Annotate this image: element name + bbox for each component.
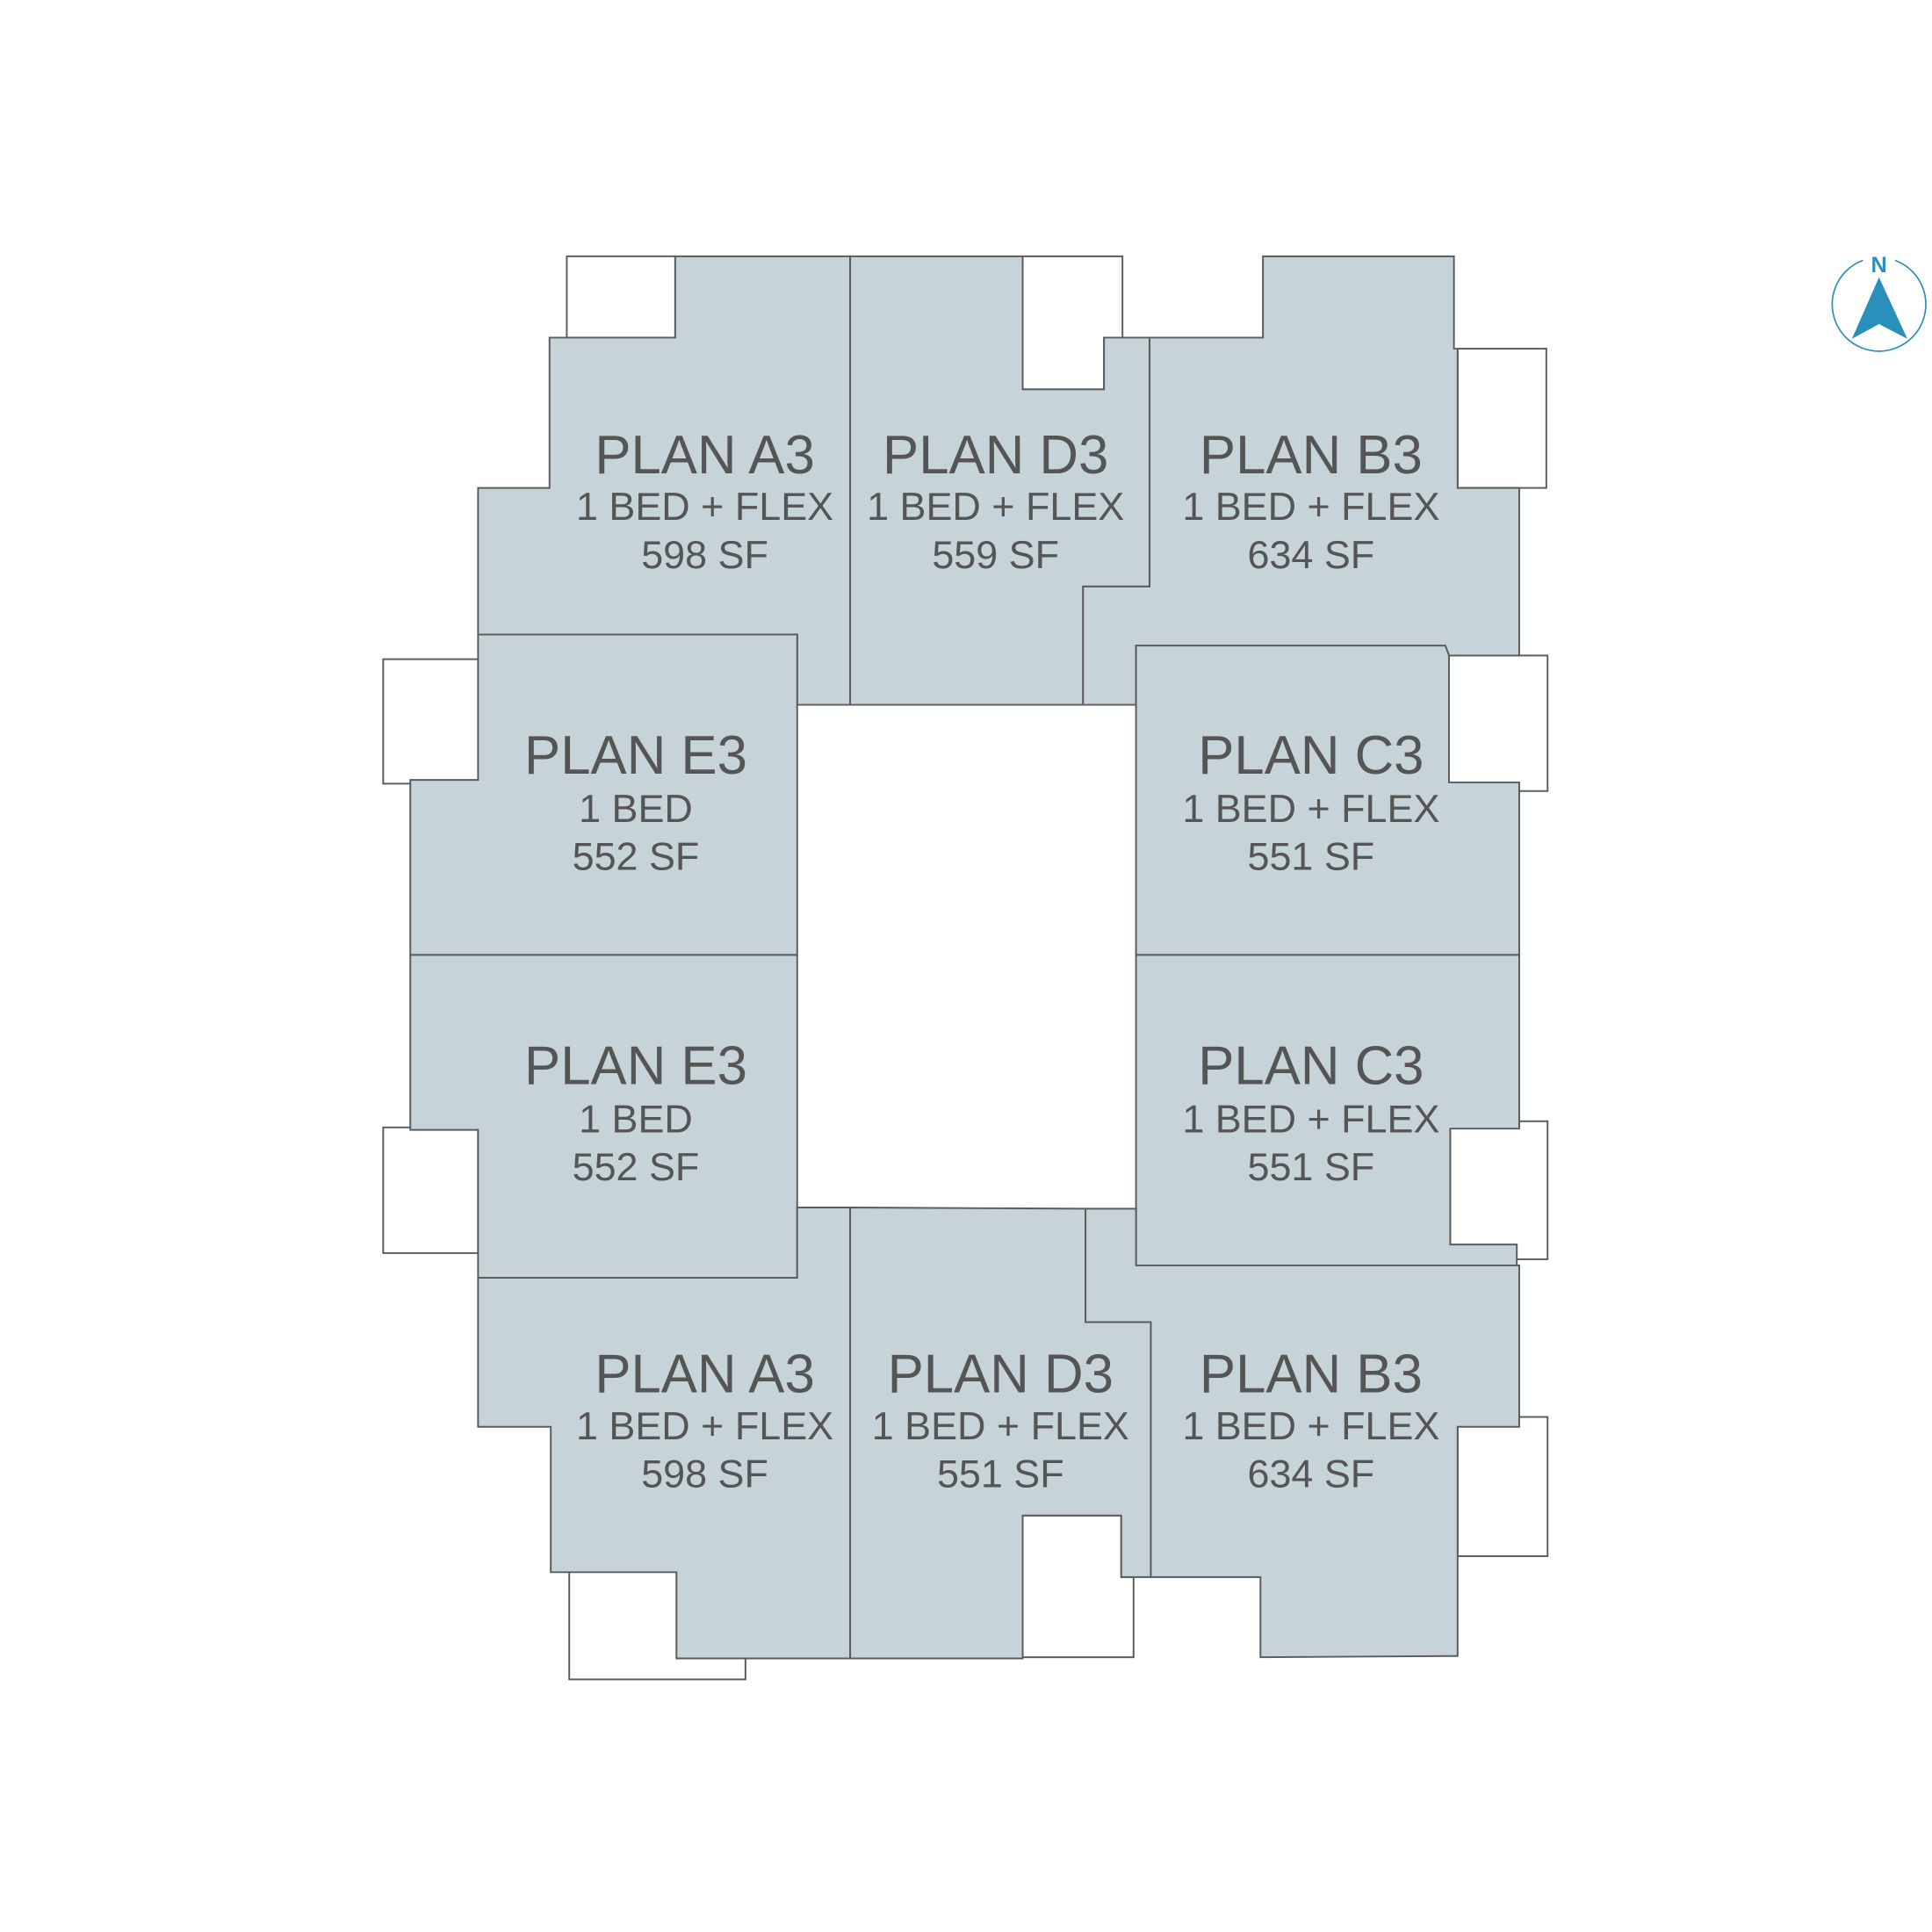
label-a3-top: PLAN A3 1 BED + FLEX 598 SF xyxy=(576,425,833,577)
label-c3-upper: PLAN C3 1 BED + FLEX 551 SF xyxy=(1182,725,1439,878)
svg-text:552 SF: 552 SF xyxy=(573,1144,700,1189)
label-b3-top: PLAN B3 1 BED + FLEX 634 SF xyxy=(1182,425,1439,577)
svg-text:552 SF: 552 SF xyxy=(573,834,700,879)
svg-text:PLAN D3: PLAN D3 xyxy=(888,1344,1114,1404)
label-d3-bottom: PLAN D3 1 BED + FLEX 551 SF xyxy=(872,1344,1129,1496)
svg-text:PLAN C3: PLAN C3 xyxy=(1198,1036,1424,1097)
svg-text:598 SF: 598 SF xyxy=(641,532,768,577)
balcony xyxy=(1456,348,1547,489)
svg-text:1 BED: 1 BED xyxy=(579,1096,693,1141)
label-e3-lower: PLAN E3 1 BED 552 SF xyxy=(524,1036,747,1189)
balcony xyxy=(1449,1120,1549,1260)
svg-text:559 SF: 559 SF xyxy=(932,532,1059,577)
svg-text:1 BED + FLEX: 1 BED + FLEX xyxy=(1182,786,1439,831)
svg-text:PLAN A3: PLAN A3 xyxy=(595,1344,814,1404)
label-b3-bottom: PLAN B3 1 BED + FLEX 634 SF xyxy=(1182,1344,1439,1496)
svg-text:551 SF: 551 SF xyxy=(1248,834,1375,879)
label-e3-upper: PLAN E3 1 BED 552 SF xyxy=(524,725,747,878)
balcony xyxy=(382,658,480,785)
svg-text:PLAN A3: PLAN A3 xyxy=(595,425,814,486)
svg-text:598 SF: 598 SF xyxy=(641,1451,768,1496)
svg-text:1 BED + FLEX: 1 BED + FLEX xyxy=(576,484,833,529)
label-a3-bottom: PLAN A3 1 BED + FLEX 598 SF xyxy=(576,1344,833,1496)
svg-text:1 BED + FLEX: 1 BED + FLEX xyxy=(576,1403,833,1448)
svg-text:1 BED + FLEX: 1 BED + FLEX xyxy=(1182,1403,1439,1448)
north-arrow-icon: N xyxy=(1831,251,1927,352)
label-d3-top: PLAN D3 1 BED + FLEX 559 SF xyxy=(867,425,1124,577)
balcony xyxy=(1021,1514,1135,1659)
svg-text:PLAN B3: PLAN B3 xyxy=(1200,425,1423,486)
svg-text:1 BED + FLEX: 1 BED + FLEX xyxy=(1182,1096,1439,1141)
balcony xyxy=(1448,654,1549,792)
svg-text:PLAN E3: PLAN E3 xyxy=(524,725,747,786)
svg-text:551 SF: 551 SF xyxy=(1248,1144,1375,1189)
svg-text:1 BED: 1 BED xyxy=(579,786,693,831)
svg-text:PLAN D3: PLAN D3 xyxy=(883,425,1108,486)
svg-text:551 SF: 551 SF xyxy=(937,1451,1064,1496)
balcony xyxy=(566,255,676,339)
svg-text:634 SF: 634 SF xyxy=(1248,532,1375,577)
north-label: N xyxy=(1871,253,1887,278)
svg-text:PLAN E3: PLAN E3 xyxy=(524,1036,747,1097)
svg-text:PLAN C3: PLAN C3 xyxy=(1198,725,1424,786)
svg-text:PLAN B3: PLAN B3 xyxy=(1200,1344,1423,1404)
svg-text:1 BED + FLEX: 1 BED + FLEX xyxy=(872,1403,1129,1448)
svg-text:1 BED + FLEX: 1 BED + FLEX xyxy=(1182,484,1439,529)
svg-text:1 BED + FLEX: 1 BED + FLEX xyxy=(867,484,1124,529)
svg-text:634 SF: 634 SF xyxy=(1248,1451,1375,1496)
label-c3-lower: PLAN C3 1 BED + FLEX 551 SF xyxy=(1182,1036,1439,1189)
balcony xyxy=(1456,1416,1549,1558)
balcony xyxy=(382,1126,479,1254)
unit-plan-b3-bottom[interactable] xyxy=(1085,1208,1520,1659)
